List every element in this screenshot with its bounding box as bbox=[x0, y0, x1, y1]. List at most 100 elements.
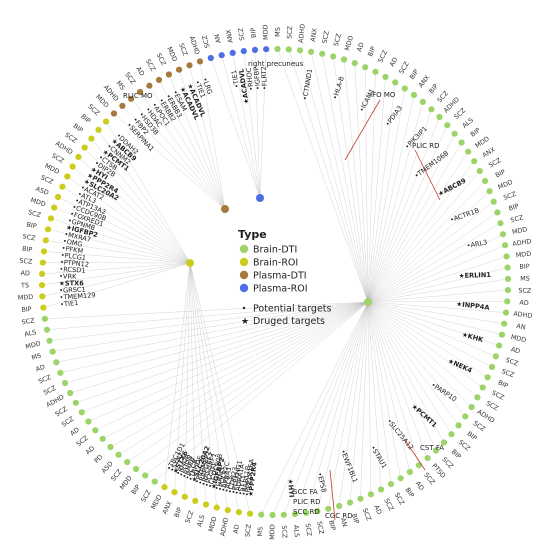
outer-node bbox=[51, 204, 58, 211]
outer-node bbox=[340, 56, 348, 63]
gene-label: •IGFBP bbox=[252, 66, 262, 90]
edge-line bbox=[174, 262, 191, 493]
disease-label: SCZ bbox=[237, 27, 247, 41]
outer-node bbox=[501, 320, 508, 327]
outer-node bbox=[44, 226, 52, 233]
edge-line bbox=[52, 301, 369, 352]
outer-node bbox=[504, 298, 511, 305]
disease-label: SCZ bbox=[502, 190, 517, 202]
outer-node bbox=[303, 509, 310, 516]
edge-line bbox=[272, 301, 369, 516]
outer-node bbox=[465, 148, 472, 155]
edge-line bbox=[299, 50, 369, 303]
edge-line bbox=[113, 113, 226, 210]
disease-label: SCZ bbox=[200, 34, 211, 49]
legend-label-brain-roi: Brain-ROI bbox=[253, 258, 298, 269]
disease-label: SCZ bbox=[50, 152, 66, 166]
outer-node bbox=[498, 331, 506, 338]
edge-line bbox=[110, 301, 369, 448]
outer-node bbox=[436, 113, 443, 121]
disease-label: BIP bbox=[79, 112, 92, 125]
edge-line bbox=[122, 105, 226, 210]
gene-label: •TIE1 bbox=[60, 299, 79, 309]
disease-label: MS bbox=[274, 27, 282, 37]
annotation-rlic-mo: RLIC MO bbox=[123, 92, 153, 100]
outer-node bbox=[246, 510, 254, 517]
disease-label: BIP bbox=[508, 202, 520, 213]
outer-node bbox=[137, 88, 144, 96]
disease-label: BIP bbox=[450, 448, 463, 461]
disease-label: BIP bbox=[469, 126, 482, 139]
edge-line bbox=[367, 101, 423, 303]
disease-label: SCZ bbox=[285, 25, 294, 39]
disease-label: SCZ bbox=[505, 356, 520, 368]
annotation-plic-rd-2: PLIC RD bbox=[293, 498, 321, 506]
hub-brain-roi bbox=[186, 259, 194, 267]
gene-label: ★ERLIN1 bbox=[459, 271, 492, 280]
highlight-line bbox=[344, 99, 381, 161]
edge-line bbox=[189, 262, 196, 501]
edge-line bbox=[367, 301, 493, 368]
disease-label: SCZ bbox=[304, 523, 314, 537]
edge-line bbox=[367, 301, 466, 417]
disease-label: MDD bbox=[515, 250, 531, 260]
edge-line bbox=[367, 76, 386, 303]
disease-label: ADHD bbox=[513, 310, 533, 320]
gene-label: •PTPN12 bbox=[60, 258, 90, 269]
disease-label: MDD bbox=[343, 35, 355, 52]
disease-label: BIP bbox=[366, 45, 377, 58]
disease-label: BIP bbox=[350, 513, 361, 525]
legend-druged-marker: ★ bbox=[241, 317, 249, 327]
edge-line bbox=[98, 129, 191, 264]
outer-node bbox=[367, 491, 374, 498]
legend-label-brain-dti: Brain-DTI bbox=[253, 245, 297, 256]
gene-label: •GRSC1 bbox=[59, 286, 86, 295]
disease-label: SCZ bbox=[397, 60, 411, 76]
edge-line bbox=[95, 301, 369, 431]
gene-label: ★PPP2R4 bbox=[247, 461, 259, 497]
disease-label: BIP bbox=[72, 122, 85, 135]
edge-line bbox=[333, 56, 369, 303]
edge-line bbox=[70, 301, 369, 394]
outer-node bbox=[46, 337, 53, 344]
outer-node bbox=[424, 455, 431, 462]
disease-label: MDD bbox=[25, 339, 42, 351]
edge-line bbox=[367, 142, 462, 303]
outer-node bbox=[107, 443, 114, 451]
disease-label: MDD bbox=[268, 524, 276, 540]
disease-label: MDD bbox=[510, 333, 527, 344]
edge-line bbox=[367, 301, 478, 398]
outer-node bbox=[39, 270, 46, 277]
outer-node bbox=[336, 502, 343, 510]
gene-label: ★HYI bbox=[286, 478, 295, 497]
disease-label: SCZ bbox=[382, 497, 395, 513]
outer-node bbox=[392, 79, 399, 86]
legend-potential-marker bbox=[242, 306, 246, 310]
edge-line bbox=[210, 57, 261, 199]
disease-label: SCZ bbox=[144, 58, 158, 74]
disease-label: SCZ bbox=[21, 316, 36, 326]
edge-line bbox=[164, 262, 191, 488]
outer-node bbox=[406, 468, 413, 476]
edge-line bbox=[367, 278, 509, 303]
outer-node bbox=[280, 511, 287, 518]
outer-node bbox=[476, 167, 483, 175]
edge-line bbox=[349, 301, 369, 503]
outer-node bbox=[502, 242, 509, 249]
legend-swatch-plasma-dti bbox=[239, 270, 249, 280]
outer-node bbox=[40, 248, 48, 255]
outer-node bbox=[499, 231, 507, 238]
edge-line bbox=[367, 170, 480, 303]
outer-node bbox=[151, 478, 158, 485]
edge-line bbox=[189, 262, 251, 514]
edge-line bbox=[42, 262, 191, 297]
disease-label: ANX bbox=[224, 28, 234, 43]
edge-line bbox=[367, 301, 459, 426]
disease-label: AD bbox=[414, 480, 426, 492]
outer-node bbox=[479, 384, 486, 391]
edge-line bbox=[367, 301, 420, 466]
edge-line bbox=[277, 48, 369, 303]
disease-label: AD bbox=[35, 363, 47, 374]
